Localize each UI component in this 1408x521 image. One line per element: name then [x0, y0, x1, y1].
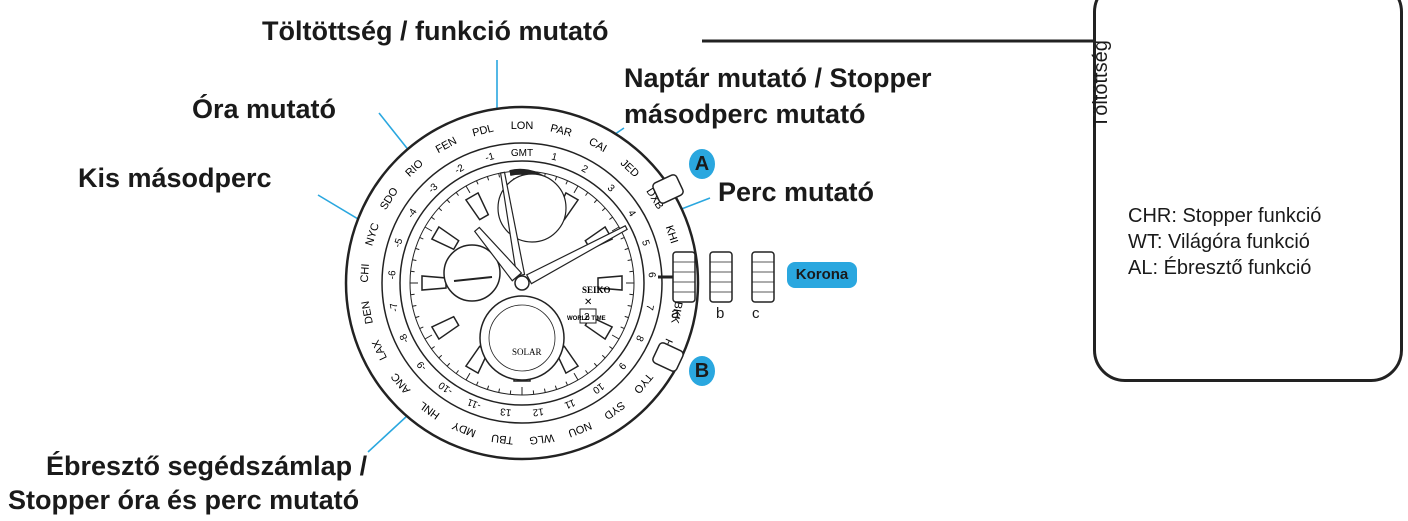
inset-panel [1093, 0, 1403, 382]
offset-label: 7 [643, 304, 655, 312]
crown-position-a: a [671, 305, 680, 322]
charge-function-hand-label: Töltöttség / funkció mutató [262, 16, 609, 46]
charge-vertical-label: Töltöttség [1090, 40, 1112, 128]
city-label: TBU [491, 431, 514, 446]
calendar-hand-label-line1: Naptár mutató / Stopper [624, 63, 932, 93]
calendar-hand-label-line2: másodperc mutató [624, 99, 866, 129]
offset-label: GMT [511, 148, 533, 159]
hour-hand-label: Óra mutató [192, 94, 337, 124]
city-label: WLG [528, 431, 554, 446]
button-a-badge: A [689, 149, 715, 179]
city-label: BKK [668, 300, 684, 325]
offset-label: 4 [625, 208, 638, 219]
offset-label: 1 [550, 152, 559, 164]
offset-label: 5 [639, 239, 651, 248]
solar-text: SOLAR [512, 347, 542, 357]
legend-wt: WT: Világóra funkció [1128, 231, 1310, 253]
small-second-label: Kis másodperc [78, 163, 272, 193]
function-legend: CHR: Stopper funkció WT: Világóra funkci… [1128, 203, 1321, 281]
offset-label: 9 [615, 360, 627, 372]
offset-label: -6 [387, 270, 399, 280]
alarm-subdial-label-line1: Ébresztő segédszámlap / [46, 451, 368, 481]
offset-label: 12 [532, 405, 545, 417]
small-second-subdial [443, 244, 501, 302]
offset-label: 2 [579, 163, 590, 176]
pusher-a[interactable] [652, 174, 685, 205]
world-time-text: WORLD TIME [567, 316, 606, 322]
svg-text:✕: ✕ [584, 297, 592, 308]
alarm-subdial-label-line2: Stopper óra és perc mutató [8, 485, 360, 515]
offset-label: -11 [466, 396, 483, 411]
button-b-badge: B [689, 356, 715, 386]
legend-chr: CHR: Stopper funkció [1128, 205, 1322, 227]
city-label: DEN [360, 300, 376, 325]
crown-position-c: c [752, 305, 760, 322]
crown-badge: Korona [787, 262, 857, 288]
crown-positions[interactable] [672, 251, 775, 303]
offset-label: 11 [562, 396, 576, 410]
minute-hand-label: Perc mutató [718, 177, 875, 207]
city-label: LON [511, 120, 534, 132]
offset-label: 3 [605, 183, 617, 195]
offset-label: 13 [499, 405, 512, 417]
city-label: PDL [471, 122, 495, 139]
crown-position-b: b [716, 305, 725, 322]
legend-al: AL: Ébresztő funkció [1128, 257, 1312, 279]
offset-label: -7 [388, 301, 401, 312]
offset-label: -5 [392, 237, 405, 249]
offset-label: 6 [646, 272, 657, 279]
offset-label: 8 [633, 333, 646, 343]
city-label: KHI [663, 224, 680, 245]
city-label: PAR [549, 122, 573, 139]
pusher-b[interactable] [652, 342, 685, 373]
alarm-subdial [479, 295, 565, 381]
date-window: 2 [584, 312, 590, 323]
watch-face: LONPARCAIJEDDXBKHIDACBKKHKGTYOSYDNOUWLGT… [344, 105, 700, 461]
brand-text: SEIKO [582, 285, 611, 295]
city-label: CHI [359, 263, 372, 283]
offset-label: -1 [484, 151, 496, 164]
